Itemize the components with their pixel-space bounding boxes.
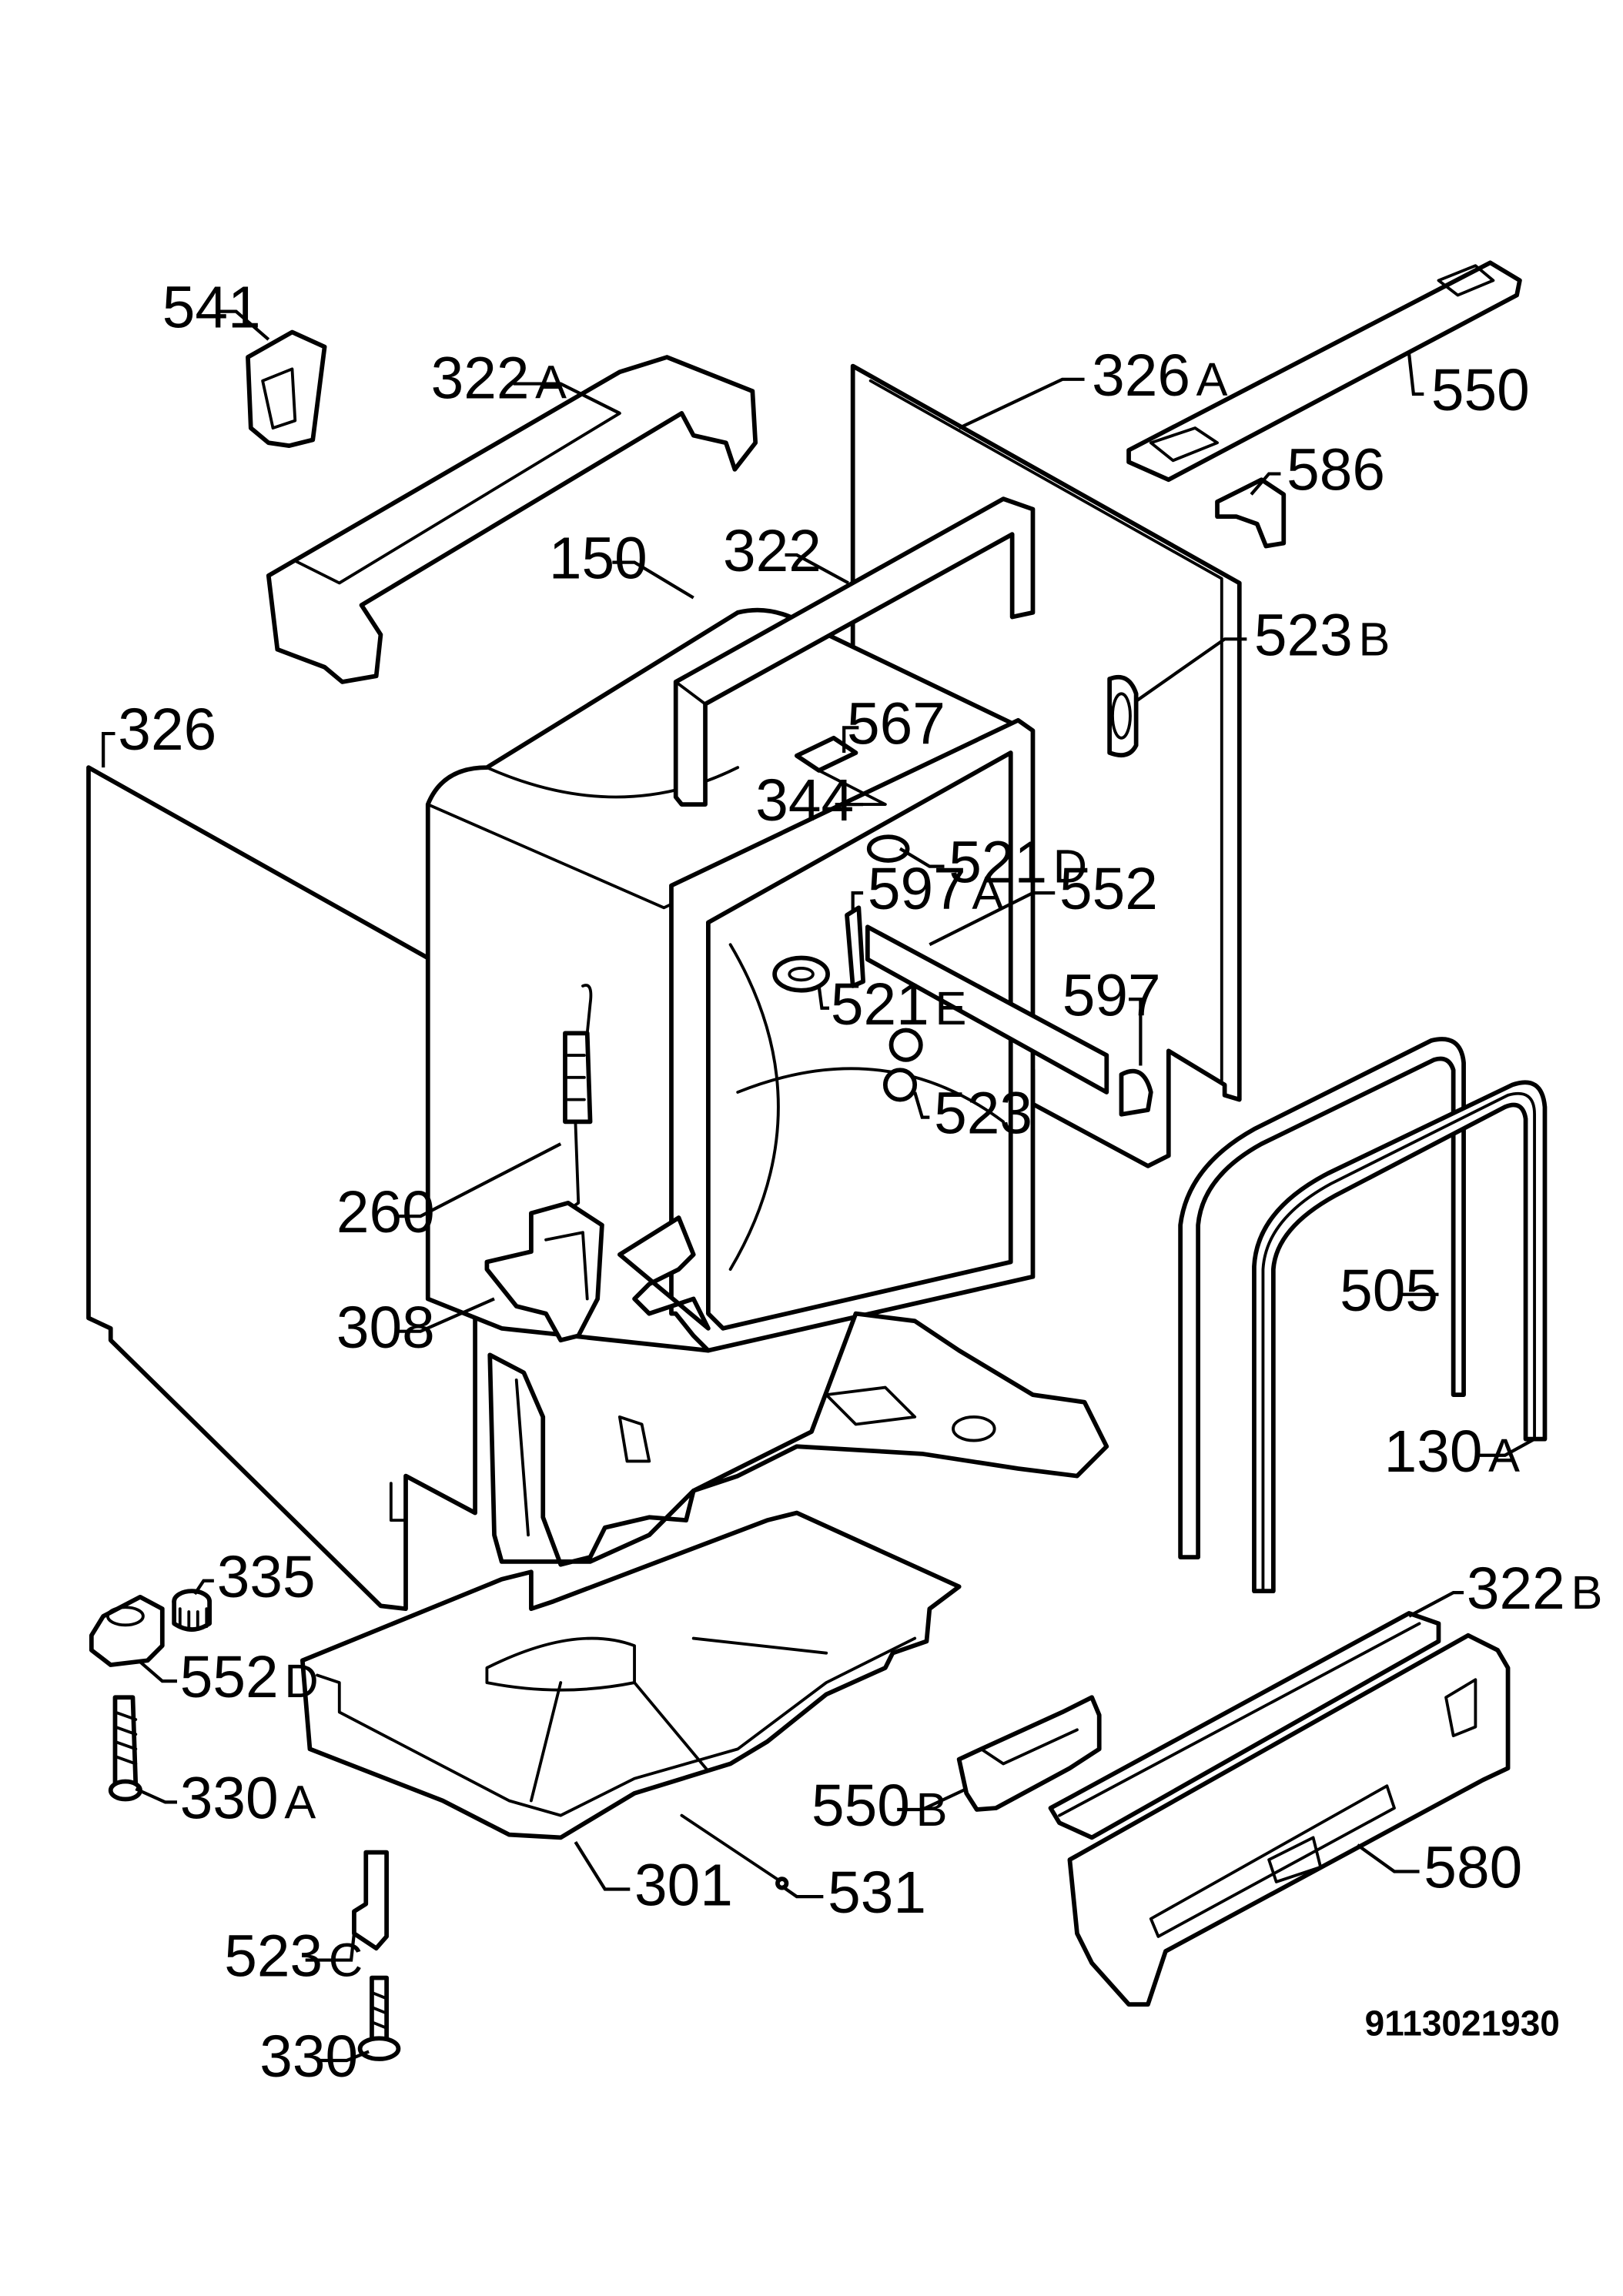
leader-597 — [1129, 998, 1143, 1066]
label-523: 523 — [934, 1081, 1032, 1147]
label-344: 344 — [755, 768, 854, 834]
bracket-550B — [956, 1695, 1102, 1812]
leader-322 — [785, 553, 849, 585]
plug-523 — [882, 1028, 923, 1102]
door-frame-552 — [617, 717, 1109, 1353]
leader-330A — [135, 1787, 177, 1804]
leader-260 — [398, 1142, 562, 1218]
cap-521D — [866, 834, 910, 863]
leader-150 — [612, 560, 694, 600]
seal-505 — [1178, 1037, 1466, 1559]
label-567: 567 — [847, 691, 945, 757]
foot-552D — [89, 1594, 165, 1667]
rail-322B — [1048, 1611, 1441, 1840]
nut-521E — [772, 955, 830, 993]
label-550: 550 — [1431, 358, 1530, 423]
label-541: 541 — [162, 276, 261, 341]
bracket-550 — [1126, 260, 1522, 483]
label-586: 586 — [1287, 438, 1385, 503]
leader-330 — [318, 2050, 370, 2063]
label-330: 330 — [259, 2024, 358, 2090]
leader-597A — [851, 891, 864, 913]
leader-322B — [1408, 1590, 1464, 1618]
leader-521E — [817, 985, 830, 1010]
leader-326A — [958, 377, 1085, 430]
base-frame — [487, 1311, 1109, 1567]
base-tray-301 — [300, 1510, 962, 1840]
leader-301 — [574, 1841, 631, 1891]
clip-541 — [246, 329, 327, 448]
hook-597A — [845, 905, 865, 988]
plug-523B — [1107, 674, 1139, 757]
label-505: 505 — [1340, 1258, 1438, 1324]
leader-541 — [218, 309, 270, 341]
bracket-523C — [352, 1850, 389, 1951]
leader-586 — [1250, 472, 1281, 496]
label-580: 580 — [1424, 1836, 1522, 1901]
label-260: 260 — [336, 1180, 435, 1245]
label-335: 335 — [217, 1545, 316, 1610]
bracket-586 — [1215, 477, 1287, 549]
label-150: 150 — [549, 526, 648, 592]
document-number: 9113021930 — [1365, 2003, 1560, 2043]
leader-550 — [1407, 353, 1424, 396]
seal-130A — [1252, 1080, 1548, 1594]
leader-130A — [1475, 1437, 1536, 1457]
label-322: 322 — [723, 519, 822, 584]
leader-lines — [102, 309, 1536, 2063]
label-552: 552 — [1059, 857, 1158, 922]
nut-335 — [172, 1589, 212, 1632]
leader-335 — [193, 1579, 214, 1596]
label-531: 531 — [828, 1860, 926, 1926]
leader-523B — [1135, 637, 1247, 703]
label-301: 301 — [634, 1853, 733, 1919]
top-frame-322 — [673, 496, 1036, 807]
leader-308 — [398, 1297, 495, 1333]
leader-580 — [1356, 1843, 1420, 1873]
leader-552D — [139, 1660, 177, 1683]
leader-567 — [842, 726, 859, 753]
screw-330A — [108, 1695, 142, 1802]
label-597: 597 — [1062, 963, 1161, 1028]
cover-580 — [1067, 1633, 1511, 2007]
hinge-308 — [484, 1200, 604, 1343]
guide-597 — [1119, 1068, 1153, 1117]
leader-521D — [899, 847, 945, 868]
leader-552 — [929, 891, 1056, 947]
top-frame-322A — [266, 355, 758, 684]
leader-523 — [913, 1091, 930, 1119]
clip-567 — [794, 735, 887, 807]
leader-322A — [513, 382, 621, 415]
leader-550B — [897, 1787, 968, 1812]
screw-330 — [357, 1975, 401, 2061]
label-326: 326 — [118, 697, 216, 763]
label-308: 308 — [336, 1295, 435, 1361]
leader-531 — [781, 1884, 824, 1899]
leader-326 — [102, 731, 115, 768]
leader-523C — [305, 1933, 356, 1962]
